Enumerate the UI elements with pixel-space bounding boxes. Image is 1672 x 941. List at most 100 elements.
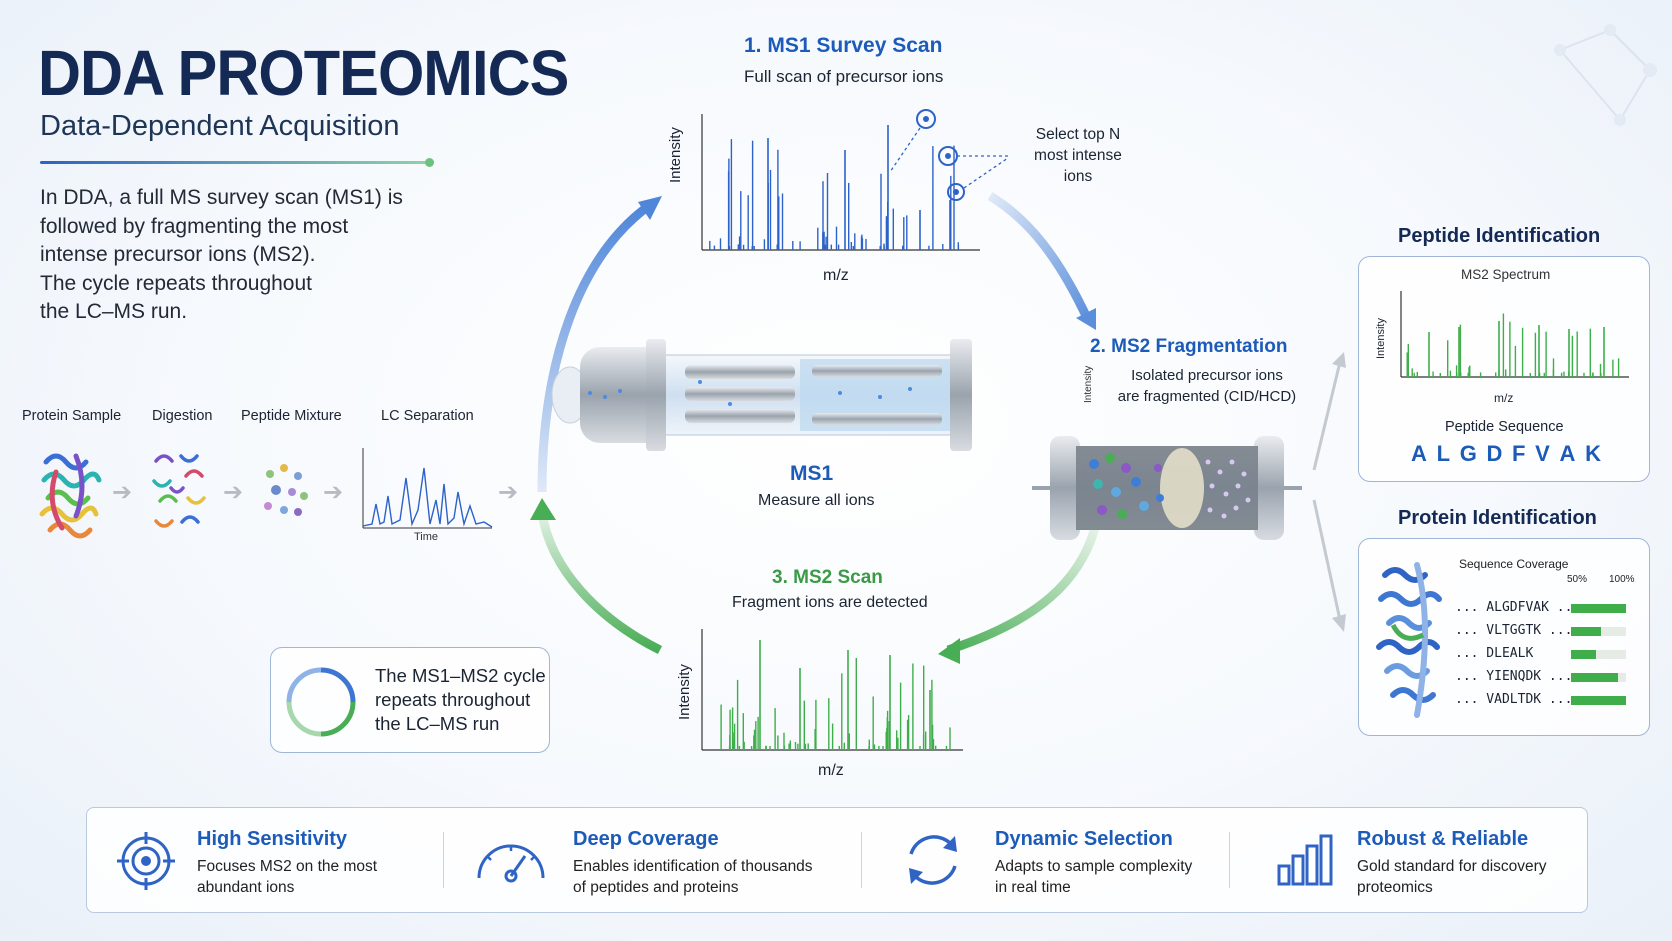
- feature-dynamic-selection: Dynamic Selection Adapts to sample compl…: [867, 808, 1227, 912]
- ms2-fragmentation-title: 2. MS2 Fragmentation: [1090, 336, 1288, 357]
- feature-high-sensitivity: High Sensitivity Focuses MS2 on the most…: [87, 808, 442, 912]
- coverage-bar-fill: [1571, 673, 1618, 682]
- feature-desc-line: Enables identification of thousands: [573, 858, 813, 875]
- coverage-bar: [1571, 673, 1626, 682]
- coverage-peptide: ... ALGDFVAK ...: [1455, 600, 1581, 615]
- lc-chromatogram: [362, 448, 493, 529]
- step-protein-sample-label: Protein Sample: [22, 408, 122, 424]
- coverage-peptide: ... VADLTDK ...: [1455, 692, 1573, 707]
- intro-line: the LC–MS run.: [40, 300, 188, 323]
- top-n-callout: Select top N most intense ions: [1030, 124, 1126, 187]
- protein-structure-icon: [39, 453, 102, 539]
- ms1-instrument-label: MS1: [790, 462, 834, 485]
- ms1-instrument-sublabel: Measure all ions: [758, 492, 875, 509]
- feature-desc: Adapts to sample complexity in real time: [995, 856, 1192, 898]
- intro-line: intense precursor ions (MS2).: [40, 243, 316, 266]
- cycle-note-card: The MS1–MS2 cycle repeats throughout the…: [270, 647, 550, 753]
- bar-chart-icon: [1277, 834, 1333, 886]
- residue-letter: A: [1559, 441, 1576, 466]
- protein-id-card: Sequence Coverage 50% 100% ... ALGDFVAK …: [1358, 538, 1650, 736]
- cycle-note-line: The MS1–MS2 cycle: [375, 665, 546, 686]
- ms1-scan-title: 1. MS1 Survey Scan: [744, 34, 943, 57]
- feature-desc-line: abundant ions: [197, 879, 295, 896]
- feature-desc-line: Focuses MS2 on the most: [197, 858, 378, 875]
- residue-letter: L: [1436, 441, 1451, 466]
- intro-line: The cycle repeats throughout: [40, 271, 312, 295]
- gauge-icon: [477, 844, 545, 883]
- feature-desc-line: Gold standard for discovery: [1357, 858, 1547, 875]
- coverage-bar-fill: [1571, 650, 1596, 659]
- coverage-bar-fill: [1571, 627, 1602, 636]
- intro-line: followed by fragmenting the most: [40, 214, 349, 238]
- feature-desc-line: in real time: [995, 879, 1071, 896]
- coverage-bar: [1571, 696, 1626, 705]
- residue-letter: G: [1459, 441, 1477, 466]
- residue-letter: D: [1486, 441, 1503, 466]
- sequence-coverage-label: Sequence Coverage: [1459, 557, 1569, 571]
- flow-arrow-icon: ➔: [223, 479, 244, 506]
- feature-desc: Focuses MS2 on the most abundant ions: [197, 856, 377, 898]
- coverage-peptide: ... YIENQDK ...: [1455, 669, 1573, 684]
- cycle-note-line: the LC–MS run: [375, 713, 500, 734]
- ms2-fragmentation-description: Isolated precursor ions are fragmented (…: [1112, 365, 1302, 407]
- fragmentation-desc-line: are fragmented (CID/HCD): [1117, 388, 1297, 405]
- feature-divider: [1229, 832, 1230, 888]
- flow-arrow-icon: ➔: [498, 479, 519, 506]
- feature-desc-line: Adapts to sample complexity: [995, 858, 1193, 875]
- title-divider: [40, 161, 430, 164]
- coverage-bar-fill: [1571, 604, 1626, 613]
- feature-title: Robust & Reliable: [1357, 828, 1529, 850]
- ms1-x-axis-label: m/z: [823, 267, 849, 284]
- residue-letter: F: [1512, 441, 1526, 466]
- coverage-scale-max: 100%: [1609, 574, 1635, 585]
- ms2-fragmentation-y-label: Intensity: [1083, 365, 1094, 403]
- feature-divider: [443, 832, 444, 888]
- feature-robust-reliable: Robust & Reliable Gold standard for disc…: [1235, 808, 1585, 912]
- intro-paragraph: In DDA, a full MS survey scan (MS1) is f…: [40, 184, 460, 327]
- coverage-bar-fill: [1571, 696, 1626, 705]
- ms2-scan-subtitle: Fragment ions are detected: [732, 594, 928, 611]
- ms1-spectrum: [701, 114, 980, 251]
- callout-line: ions: [1063, 168, 1093, 185]
- peptide-mixture-icon: [264, 464, 308, 516]
- ms1-scan-subtitle: Full scan of precursor ions: [744, 67, 944, 86]
- peptide-spectrum-x-label: m/z: [1494, 391, 1514, 405]
- molecule-decoration: [1554, 24, 1657, 126]
- peptide-id-card: MS2 Spectrum Intensity m/z Peptide Seque…: [1358, 256, 1650, 482]
- feature-desc-line: proteomics: [1357, 879, 1433, 896]
- page-title: DDA PROTEOMICS: [38, 37, 569, 109]
- lc-axis-label: Time: [414, 531, 439, 543]
- feature-title: Dynamic Selection: [995, 828, 1173, 850]
- intro-line: In DDA, a full MS survey scan (MS1) is: [40, 186, 403, 209]
- step-lc-separation-label: LC Separation: [381, 408, 474, 424]
- protein-structure-icon: [1376, 562, 1442, 718]
- peptide-ms2-spectrum: [1400, 291, 1629, 378]
- coverage-bar: [1571, 650, 1626, 659]
- flow-arrow-icon: ➔: [112, 479, 133, 506]
- coverage-peptide: ... DLEALK: [1455, 646, 1534, 661]
- residue-letter: V: [1535, 441, 1550, 466]
- coverage-bar: [1571, 627, 1626, 636]
- title-divider-dot: [425, 158, 434, 167]
- callout-line: most intense: [1034, 147, 1122, 164]
- ms2-spectrum-label: MS2 Spectrum: [1461, 267, 1551, 282]
- peptide-sequence-label: Peptide Sequence: [1445, 419, 1564, 435]
- collision-cell-illustration: [1032, 436, 1302, 540]
- ms2-scan-title: 3. MS2 Scan: [772, 567, 883, 588]
- ms2-x-axis-label: m/z: [818, 762, 844, 779]
- feature-title: Deep Coverage: [573, 828, 719, 850]
- coverage-bar: [1571, 604, 1626, 613]
- fragmentation-desc-line: Isolated precursor ions: [1131, 367, 1283, 384]
- feature-deep-coverage: Deep Coverage Enables identification of …: [447, 808, 852, 912]
- cycle-note-line: repeats throughout: [375, 689, 531, 710]
- cycle-note-text: The MS1–MS2 cycle repeats throughout the…: [375, 664, 546, 736]
- digested-protein-icon: [152, 454, 206, 528]
- page-subtitle: Data-Dependent Acquisition: [40, 110, 400, 142]
- result-connector-arrows: [1312, 352, 1346, 632]
- ms1-instrument-illustration: [551, 339, 972, 451]
- residue-letter: A: [1411, 441, 1427, 466]
- ms2-spectrum: [701, 629, 963, 751]
- precursor-selection-markers: [889, 109, 1009, 201]
- flow-arrow-icon: ➔: [323, 479, 344, 506]
- feature-desc: Gold standard for discovery proteomics: [1357, 856, 1547, 898]
